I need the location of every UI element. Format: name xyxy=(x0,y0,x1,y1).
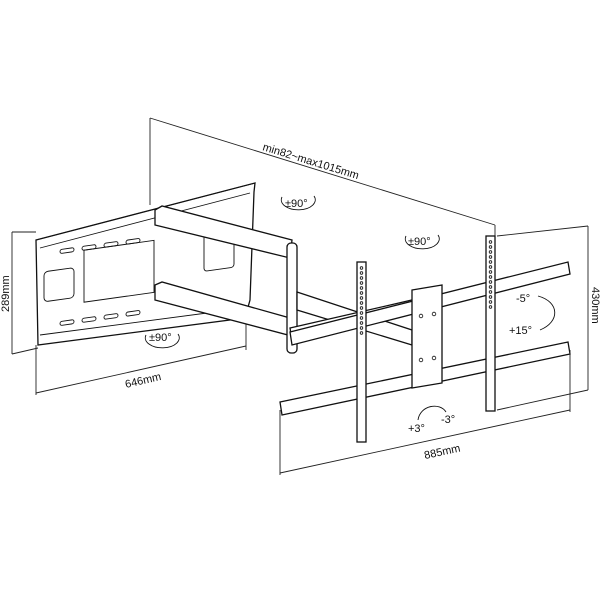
swivel-top-label: ±90° xyxy=(285,198,308,210)
rail-hole xyxy=(359,311,364,315)
swivel-mid-label: ±90° xyxy=(408,236,431,248)
rail-holes xyxy=(359,240,493,335)
left-vertical-rail xyxy=(356,261,367,443)
rail-hole xyxy=(488,245,493,249)
rail-hole xyxy=(488,255,493,259)
right-vertical-rail xyxy=(485,235,496,412)
rail-hole xyxy=(488,260,493,264)
swivel-wall-label: ±90° xyxy=(149,332,172,344)
swivel-mid-rotation-icon xyxy=(404,234,440,250)
wall-width-label: 646mm xyxy=(124,371,162,391)
rail-hole xyxy=(488,280,493,284)
rail-hole xyxy=(488,305,493,309)
tv-width-label: 885mm xyxy=(423,443,461,462)
rail-hole xyxy=(359,326,364,330)
wall-slots xyxy=(59,238,141,326)
rail-hole xyxy=(359,276,364,280)
rail-hole xyxy=(488,250,493,254)
tv-height-dimension xyxy=(496,225,589,411)
rail-hole xyxy=(359,321,364,325)
swivel-top-rotation-icon xyxy=(280,195,316,211)
rail-hole xyxy=(359,331,364,335)
rail-hole xyxy=(359,296,364,300)
rail-hole xyxy=(488,295,493,299)
wall-height-dimension xyxy=(11,231,39,355)
rail-hole xyxy=(488,285,493,289)
rail-hole xyxy=(359,301,364,305)
tv-width-dimension xyxy=(279,350,571,475)
rail-hole xyxy=(359,266,364,270)
center-plate xyxy=(411,284,443,389)
rail-hole xyxy=(359,281,364,285)
wall-height-label: 289mm xyxy=(0,275,12,312)
tilt-arrow-icon xyxy=(537,295,556,331)
tilt-up-label: -5° xyxy=(516,293,530,305)
rail-hole xyxy=(488,290,493,294)
rail-hole xyxy=(488,300,493,304)
level-plus-label: +3° xyxy=(408,423,425,435)
rail-hole xyxy=(488,270,493,274)
level-minus-label: -3° xyxy=(441,414,455,426)
rail-hole xyxy=(359,306,364,310)
rail-hole xyxy=(488,275,493,279)
rail-hole xyxy=(359,286,364,290)
extension-label: min82~max1015mm xyxy=(261,141,360,182)
rail-hole xyxy=(488,265,493,269)
rail-hole xyxy=(359,271,364,275)
tilt-down-label: +15° xyxy=(509,325,532,337)
level-arrow-icon xyxy=(417,405,447,421)
rail-hole xyxy=(488,240,493,244)
rail-hole xyxy=(359,316,364,320)
rail-hole xyxy=(359,291,364,295)
swivel-wall-rotation-icon xyxy=(144,333,180,349)
tv-height-label: 430mm xyxy=(589,287,600,324)
wall-plate xyxy=(35,182,256,346)
